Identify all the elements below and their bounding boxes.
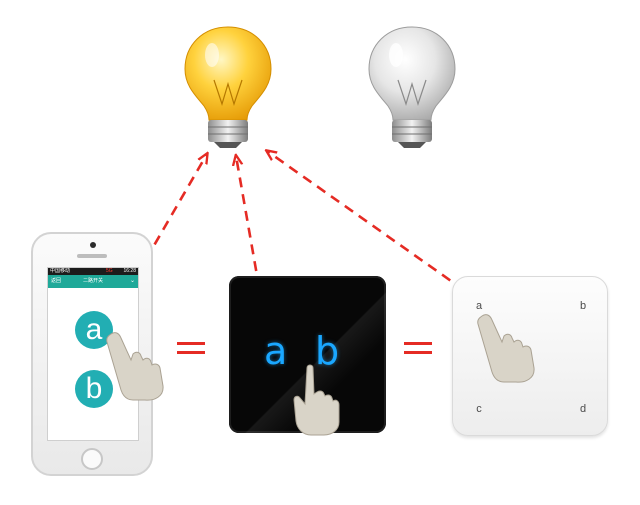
touch-key-a[interactable]: a [264,329,288,373]
switch-a-button[interactable]: a [75,311,113,349]
lightbulb-on-icon [184,26,272,148]
touch-key-b[interactable]: b [315,329,340,373]
app-title: 二路开关 [82,278,103,284]
touch-key-b[interactable]: b [579,300,587,312]
pointing-hand-icon [106,332,164,401]
pointing-hand-icon [293,364,340,436]
switch-b-button[interactable]: b [75,370,113,408]
menu-chevron-icon[interactable]: ⌄ [129,278,135,284]
status-signal: 5G [106,268,113,274]
arrow-white-switch-to-bulb [267,151,479,302]
touch-key-d[interactable]: d [579,403,587,415]
pointing-hand-icon [477,314,535,383]
phone-camera [90,242,96,248]
equals-sign [404,342,432,356]
status-time: 16:28 [123,268,136,274]
status-carrier: 中国移动 [50,268,71,274]
status-bar: 中国移动 5G 16:28 [48,268,138,275]
lightbulb-off-icon [368,26,456,148]
touch-key-a[interactable]: a [475,300,483,312]
arrow-phone-to-bulb [110,154,207,319]
touch-key-c[interactable]: c [476,403,482,415]
back-button[interactable]: 返回 [51,278,62,284]
app-header: 返回 二路开关 ⌄ [48,275,138,288]
arrow-black-switch-to-bulb [236,156,270,339]
phone-speaker [77,254,107,258]
equals-sign [177,342,205,356]
home-button-icon[interactable] [81,448,103,470]
